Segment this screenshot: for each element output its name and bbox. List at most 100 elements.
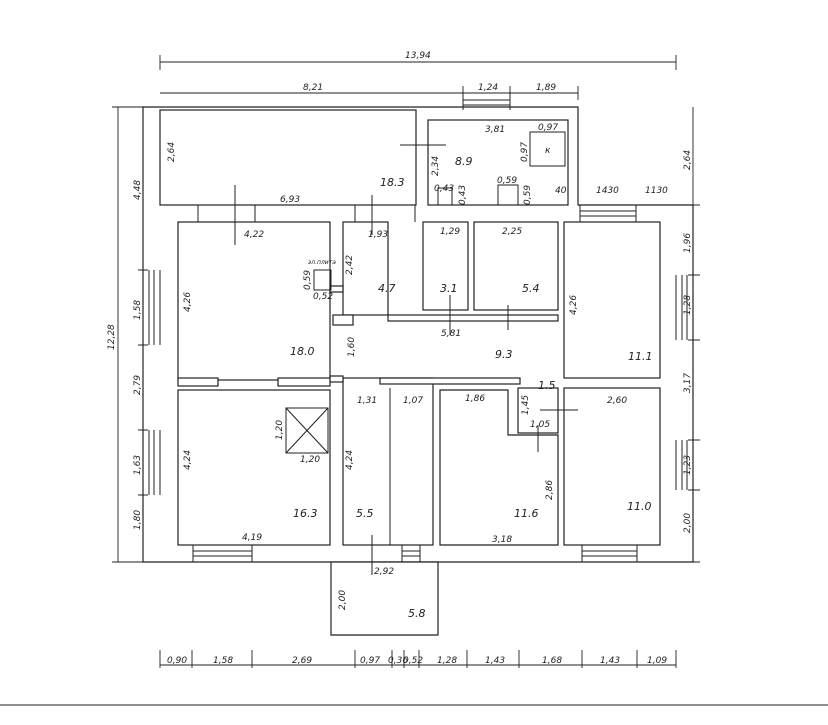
room-4-7	[342, 221, 389, 316]
dimension-label: 1,60	[347, 337, 357, 357]
dimension-label: 0,36	[388, 656, 408, 666]
dimension-label: 1,07	[403, 396, 423, 406]
room-3-1	[422, 221, 469, 311]
dimension-label: 1,80	[133, 510, 143, 530]
dimension-label: 2,60	[607, 396, 627, 406]
dimension-label: 1,20	[300, 455, 320, 465]
dimension-label: 1,45	[521, 395, 531, 415]
room-area: 8.9	[455, 155, 473, 168]
dimension-label: 3,81	[485, 125, 505, 135]
room-area: 11.1	[628, 350, 653, 363]
dimension-label: 0,52	[313, 292, 333, 302]
dimension-label: 2,00	[338, 590, 348, 610]
dimension-labels: 13,94 8,21 1,24 1,89 12,28 4,48 1,58 2,7…	[107, 51, 693, 666]
dimension-label: 1,43	[485, 656, 505, 666]
dimension-label: 1130	[645, 186, 668, 196]
dimension-label: 4,26	[569, 295, 579, 315]
dimension-label: 2,00	[683, 513, 693, 533]
dimension-label: 1,58	[133, 300, 143, 320]
dimension-label: 1,63	[133, 455, 143, 475]
dimension-label: 0,59	[497, 176, 517, 186]
room-area: 5.5	[356, 507, 374, 520]
dimension-label: 2,34	[431, 156, 441, 176]
room-area: 5.4	[522, 282, 540, 295]
room-11-0	[563, 387, 661, 546]
dimension-label: 2,79	[133, 375, 143, 395]
dimension-label: 1,86	[465, 394, 485, 404]
dimension-label: 1,29	[440, 227, 460, 237]
inner-dimension-labels: 2,64 6,93 2,34 3,81 0,97 0,97 к 0,43 0,4…	[167, 123, 668, 610]
dimension-label: 1,68	[542, 656, 562, 666]
dimension-label: 2,42	[345, 255, 355, 275]
dimension-label: 1,28	[683, 295, 693, 315]
dimension-label: 4,24	[345, 450, 355, 470]
windows	[142, 92, 694, 562]
dimension-label: 13,94	[405, 51, 431, 61]
dimension-label: 40	[555, 186, 567, 196]
dimension-label: 2,64	[167, 142, 177, 162]
dimension-label: 1,23	[683, 455, 693, 475]
room-area: 18.0	[290, 345, 315, 358]
dimension-label: 1430	[596, 186, 619, 196]
dimension-label: 4,48	[133, 180, 143, 200]
room-area: 16.3	[293, 507, 318, 520]
dimension-label: 0,90	[167, 656, 187, 666]
dimension-label: 2,25	[502, 227, 522, 237]
dimension-lines	[0, 55, 828, 706]
room-11-1	[563, 221, 661, 379]
room-area: 4.7	[378, 282, 396, 295]
room-18-0	[177, 221, 331, 381]
room-18-3	[159, 109, 417, 206]
dimension-label: 1,43	[600, 656, 620, 666]
dimension-label: 2,64	[683, 150, 693, 170]
dimension-label: 2,92	[374, 567, 394, 577]
dimension-label: 3,18	[492, 535, 512, 545]
dimension-label: 1,28	[437, 656, 457, 666]
dimension-label: 0,59	[303, 270, 313, 290]
dimension-label: 5,81	[441, 329, 461, 339]
dimension-label: 3,17	[683, 373, 693, 393]
dimension-label: к	[545, 146, 551, 156]
dimension-label: 0,97	[360, 656, 380, 666]
dimension-label: 0,97	[520, 142, 530, 162]
dimension-label: 4,22	[244, 230, 264, 240]
room-area: 1.5	[538, 379, 556, 392]
room-5-5	[342, 377, 434, 546]
dimension-label: 1,05	[530, 420, 550, 430]
room-area: 5.8	[408, 607, 426, 620]
dimension-label: 1,20	[275, 420, 285, 440]
room-area: 11.0	[627, 500, 652, 513]
dimension-label: эл.плита	[308, 259, 336, 266]
dimension-label: 2,69	[292, 656, 312, 666]
dimension-label: 1,24	[478, 83, 498, 93]
dimension-label: 1,93	[368, 230, 388, 240]
dimension-label: 0,97	[538, 123, 558, 133]
dimension-label: 8,21	[303, 83, 323, 93]
dimension-label: 0,59	[523, 185, 533, 205]
dimension-label: 1,31	[357, 396, 377, 406]
dimension-label: 0,43	[434, 184, 454, 194]
dimension-label: 12,28	[107, 324, 117, 350]
dimension-label: 0,43	[458, 185, 468, 205]
kitchen-stove-block	[529, 131, 566, 167]
room-11-6	[439, 389, 559, 546]
shaft-icon	[285, 407, 329, 454]
dimension-label: 2,86	[545, 480, 555, 500]
room-area: 11.6	[514, 507, 539, 520]
room-area: 18.3	[380, 176, 405, 189]
dimension-label: 1,89	[536, 83, 556, 93]
room-5-4	[473, 221, 559, 311]
dimension-label: 6,93	[280, 195, 300, 205]
dimension-label: 0,52	[403, 656, 423, 666]
walls	[142, 92, 694, 636]
electric-stove	[313, 269, 332, 291]
room-area: 3.1	[440, 282, 458, 295]
dimension-label: 1,58	[213, 656, 233, 666]
dimension-label: 1,09	[647, 656, 667, 666]
dimension-label: 4,24	[183, 450, 193, 470]
room-labels: 18.3 8.9 18.0 4.7 3.1 5.4 9.3 11.1 1.5 1…	[290, 155, 653, 620]
dimension-label: 1,96	[683, 233, 693, 253]
room-16-3	[177, 389, 331, 546]
dimension-label: 4,19	[242, 533, 262, 543]
